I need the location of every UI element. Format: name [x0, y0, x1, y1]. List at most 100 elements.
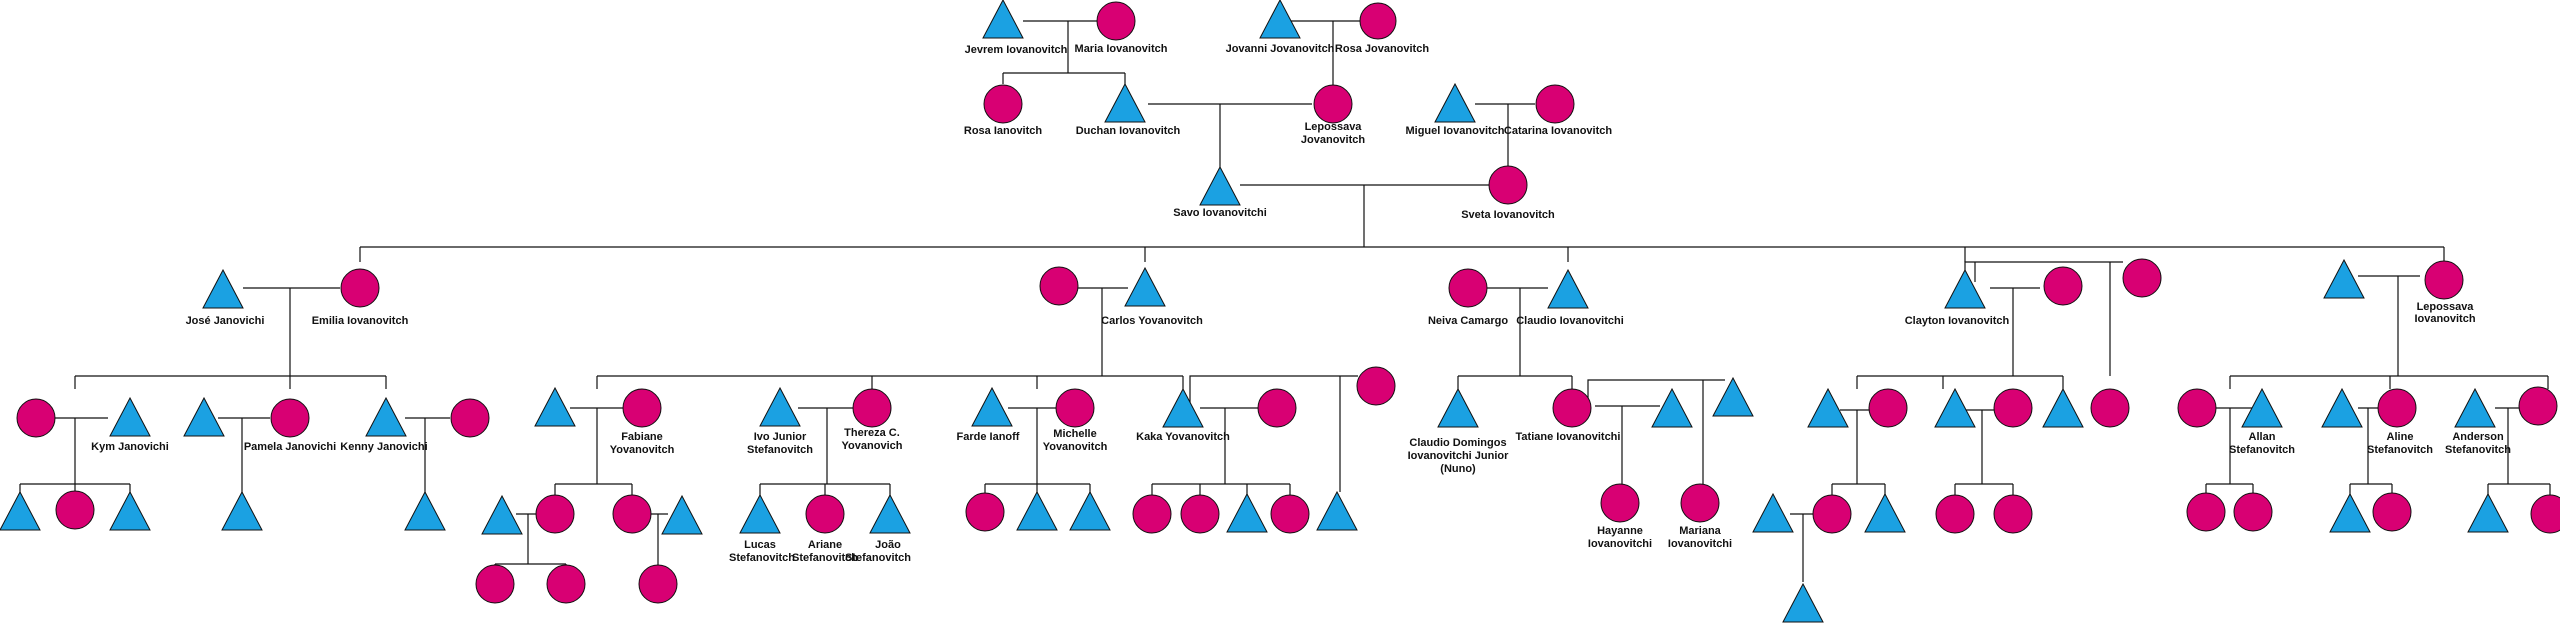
- female-symbol-clayton-wife-2: [2122, 258, 2162, 298]
- male-symbol-allan: [2241, 387, 2283, 428]
- male-symbol-carlos: [1124, 266, 1166, 307]
- female-symbol-clayton-child-a: [1868, 388, 1908, 428]
- couple-line-kym: [55, 417, 108, 484]
- couple-line-neiva-claudio: [1487, 287, 1548, 376]
- male-symbol-kaka-child-3: [1226, 492, 1268, 533]
- couple-line-pamela: [218, 417, 270, 500]
- male-symbol-tatiane-husband-1: [1651, 387, 1693, 428]
- female-symbol-lepossava: [1313, 84, 1353, 124]
- children-line-ivo-thereza: [759, 483, 891, 497]
- label-joao-2: Stefanovitch: [845, 552, 911, 564]
- label-thereza-1: Thereza C.: [844, 427, 900, 439]
- label-thereza-2: Yovanovich: [842, 440, 903, 452]
- female-symbol-kaka-wife-1: [1257, 388, 1297, 428]
- female-symbol-fabiane-grandchild-2: [546, 564, 586, 604]
- female-symbol-kaka-child-1: [1132, 494, 1172, 534]
- label-lepossava-b-1: Lepossava: [2417, 301, 2475, 313]
- male-symbol-anderson: [2454, 387, 2496, 428]
- male-symbol-anderson-child-1: [2467, 492, 2509, 533]
- label-anderson-1: Anderson: [2452, 431, 2504, 443]
- children-line-lepossava-b: [2229, 375, 2549, 389]
- children-line-clayton-child-b: [1954, 483, 2014, 497]
- female-symbol-kaka-child-4: [1270, 494, 1310, 534]
- male-symbol-miguel: [1434, 82, 1476, 123]
- female-symbol-rosa-ianovitch: [983, 84, 1023, 124]
- connector-lines: [19, 20, 2551, 582]
- children-line-jevrem-maria: [1002, 72, 1126, 84]
- female-symbol-sveta: [1488, 165, 1528, 205]
- female-symbol-allan-child-2: [2233, 492, 2273, 532]
- male-symbol-farde-child-3: [1069, 490, 1111, 531]
- couple-line-lepossava-b: [2358, 275, 2420, 376]
- male-symbol-kym: [109, 396, 151, 437]
- label-lucas-2: Stefanovitch: [729, 552, 795, 564]
- male-symbol-clayton-grandchild-husband: [1752, 492, 1794, 533]
- female-symbol-lepossava-b: [2424, 260, 2464, 300]
- label-duchan: Duchan Iovanovitch: [1076, 125, 1181, 137]
- label-kaka: Kaka Yovanovitch: [1136, 431, 1230, 443]
- male-symbol-lucas: [739, 493, 781, 534]
- female-symbol-fabiane-child-a: [535, 494, 575, 534]
- name-labels: Jevrem Iovanovitch Maria Iovanovitch Jov…: [91, 43, 2511, 564]
- children-line-kaka: [1151, 483, 1291, 497]
- female-symbol-farde-child-1: [965, 492, 1005, 532]
- female-symbol-kaka-wife-2: [1356, 366, 1396, 406]
- male-symbol-aline-child-1: [2329, 492, 2371, 533]
- label-clayton: Clayton Iovanovitch: [1905, 315, 2010, 327]
- children-line-neiva-claudio: [1457, 375, 1573, 389]
- label-carlos: Carlos Yovanovitch: [1101, 315, 1203, 327]
- label-tatiane: Tatiane Iovanovitchi: [1516, 431, 1621, 443]
- label-ariane-1: Ariane: [808, 539, 842, 551]
- label-pamela: Pamela Janovichi: [244, 441, 336, 453]
- children-line-fabiane: [554, 483, 633, 497]
- label-ariane-2: Stefanovitch: [792, 552, 858, 564]
- male-symbol-clayton-child-a-husband: [1807, 387, 1849, 428]
- label-emilia: Emilia Iovanovitch: [312, 315, 409, 327]
- male-symbol-fabiane-grandchild-husband-b: [661, 494, 703, 535]
- children-line-savo-sveta: [359, 246, 2445, 262]
- male-symbol-claudio-domingos: [1437, 387, 1479, 428]
- female-symbol-rosa-jovanovitch: [1359, 2, 1397, 40]
- label-aline-2: Stefanovitch: [2367, 444, 2433, 456]
- male-symbol-kaka: [1162, 387, 1204, 428]
- label-mariana-1: Mariana: [1679, 525, 1721, 537]
- couple-line-miguel-catarina: [1475, 103, 1535, 167]
- label-jovanni: Jovanni Jovanovitch: [1226, 43, 1335, 55]
- couple-line-fabiane-child-a: [516, 513, 540, 564]
- label-kym: Kym Janovichi: [91, 441, 169, 453]
- female-symbol-ariane: [805, 494, 845, 534]
- couple-line-tatiane: [1587, 379, 1725, 490]
- label-mariana-2: Iovanovitchi: [1668, 538, 1732, 550]
- children-line-clayton-child-a: [1831, 483, 1886, 497]
- male-symbol-kym-child-3: [109, 490, 151, 531]
- label-hayanne-2: Iovanovitchi: [1588, 538, 1652, 550]
- male-symbol-joao: [869, 493, 911, 534]
- couple-line-jose-emilia: [243, 287, 340, 376]
- couple-line-duchan-lepossava: [1148, 103, 1312, 167]
- label-savo: Savo Iovanovitchi: [1173, 207, 1267, 219]
- label-neiva: Neiva Camargo: [1428, 315, 1508, 327]
- label-aline-1: Aline: [2387, 431, 2414, 443]
- male-symbol-tatiane-husband-2: [1712, 376, 1754, 417]
- male-symbol-aline-husband: [2321, 387, 2363, 428]
- couple-line-ivo-thereza: [798, 407, 855, 484]
- male-symbol-clayton-great-grandchild: [1782, 582, 1824, 623]
- male-symbol-clayton: [1944, 268, 1986, 309]
- female-symbol-aline-child-2: [2372, 492, 2412, 532]
- female-symbol-kaka-child-2: [1180, 494, 1220, 534]
- label-joao-1: João: [875, 539, 901, 551]
- male-symbol-farde-child-2: [1016, 490, 1058, 531]
- male-symbol-kenny-child: [404, 490, 446, 531]
- label-fabiane-2: Yovanovitch: [610, 444, 675, 456]
- label-kenny: Kenny Janovichi: [340, 441, 427, 453]
- label-claudio: Claudio Iovanovitchi: [1516, 315, 1624, 327]
- label-allan-2: Stefanovitch: [2229, 444, 2295, 456]
- label-catarina: Catarina Iovanovitch: [1504, 125, 1612, 137]
- female-symbol-clayton-wife-1: [2043, 266, 2083, 306]
- label-ivo-1: Ivo Junior: [754, 431, 807, 443]
- label-lucas-1: Lucas: [744, 539, 776, 551]
- male-symbol-clayton-son: [2042, 387, 2084, 428]
- label-maria: Maria Iovanovitch: [1075, 43, 1168, 55]
- female-symbol-hayanne: [1600, 483, 1640, 523]
